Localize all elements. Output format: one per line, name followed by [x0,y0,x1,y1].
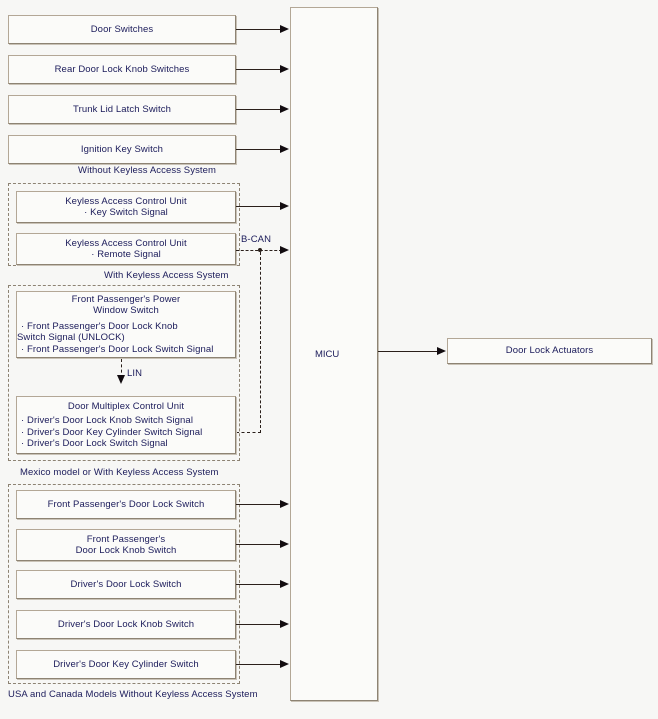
input-box-door-switches: Door Switches [8,15,236,44]
input-box-drivers-door-lock-switch: Driver's Door Lock Switch [16,570,236,599]
caption-usa-canada-without-keyless: USA and Canada Models Without Keyless Ac… [8,689,258,700]
input-box-front-passengers-door-lock-switch: Front Passenger's Door Lock Switch [16,490,236,519]
connector-rear-door-lock-knob-switches [236,69,282,70]
input-box-trunk-lid-latch-switch: Trunk Lid Latch Switch [8,95,236,124]
group-frame-mexico-or-keyless [8,285,240,461]
arrowhead-trunk-lid-latch-switch [280,105,289,113]
connector-keyless-key-switch-signal [236,206,282,207]
input-detail-3: · Front Passenger's Door Lock Switch Sig… [21,343,214,355]
input-detail-1: · Driver's Door Lock Knob Switch Signal [21,415,194,426]
group-frame-with-keyless-access-system [8,183,240,266]
arrowhead-ignition-key-switch [280,145,289,153]
input-label-line2: Door Lock Knob Switch [75,545,177,556]
input-label: Trunk Lid Latch Switch [73,103,171,115]
input-title-line1: Front Passenger's Power [71,293,181,305]
junction-dot-bcan [258,248,262,252]
connector-micu-to-actuators [378,351,438,352]
input-box-keyless-access-control-unit-key-switch-signal: Keyless Access Control Unit · Key Switch… [16,191,236,223]
caption-without-keyless-access-system: Without Keyless Access System [78,165,217,176]
input-label: Front Passenger's Door Lock Switch [47,498,205,510]
connector-front-passengers-door-lock-switch [236,504,282,505]
input-detail-2: Switch Signal (UNLOCK) [17,332,125,344]
input-box-front-passengers-power-window-switch: Front Passenger's Power Window Switch · … [16,291,236,358]
connector-bcan-to-door-multiplex [236,432,261,433]
input-label: Rear Door Lock Knob Switches [54,63,190,75]
input-label: Driver's Door Lock Knob Switch [57,618,195,630]
input-detail-2: · Driver's Door Key Cylinder Switch Sign… [21,426,203,438]
arrowhead-keyless-key-switch-signal [280,202,289,210]
input-label-line2: · Remote Signal [91,249,161,260]
input-label-line2: · Key Switch Signal [84,207,168,218]
connector-drivers-door-lock-switch [236,584,282,585]
connector-drivers-door-lock-knob-switch [236,624,282,625]
input-label: Driver's Door Lock Switch [70,578,182,590]
arrowhead-rear-door-lock-knob-switches [280,65,289,73]
arrowhead-drivers-door-key-cylinder-switch [280,660,289,668]
arrowhead-drivers-door-lock-switch [280,580,289,588]
connector-lin [121,359,122,378]
output-label: Door Lock Actuators [505,345,594,357]
input-box-ignition-key-switch: Ignition Key Switch [8,135,236,164]
input-label: Driver's Door Key Cylinder Switch [53,658,199,670]
arrowhead-door-lock-actuators [437,347,446,355]
connector-bcan-vertical [260,252,261,433]
arrowhead-lin [117,375,125,384]
input-label-line1: Keyless Access Control Unit [65,237,187,249]
input-label: Ignition Key Switch [80,143,164,155]
input-box-drivers-door-key-cylinder-switch: Driver's Door Key Cylinder Switch [16,650,236,679]
arrowhead-bcan [280,246,289,254]
micu-label: MICU [315,349,340,360]
input-title: Door Multiplex Control Unit [67,400,185,412]
connector-trunk-lid-latch-switch [236,109,282,110]
output-box-door-lock-actuators: Door Lock Actuators [447,338,652,364]
connector-door-switches [236,29,282,30]
arrowhead-drivers-door-lock-knob-switch [280,620,289,628]
input-box-door-multiplex-control-unit: Door Multiplex Control Unit · Driver's D… [16,396,236,454]
input-label-line1: Keyless Access Control Unit [65,195,187,207]
caption-mexico-or-keyless: Mexico model or With Keyless Access Syst… [20,467,219,478]
input-label: Door Switches [90,23,154,35]
signal-label-lin: LIN [127,368,143,379]
connector-ignition-key-switch [236,149,282,150]
connector-drivers-door-key-cylinder-switch [236,664,282,665]
caption-with-keyless-access-system: With Keyless Access System [104,270,229,281]
micu-box [290,7,378,701]
arrowhead-door-switches [280,25,289,33]
connector-front-passengers-door-lock-knob-switch [236,544,282,545]
arrowhead-front-passengers-door-lock-switch [280,500,289,508]
input-label-line1: Front Passenger's [86,533,166,545]
input-box-drivers-door-lock-knob-switch: Driver's Door Lock Knob Switch [16,610,236,639]
input-box-keyless-access-control-unit-remote-signal: Keyless Access Control Unit · Remote Sig… [16,233,236,265]
arrowhead-front-passengers-door-lock-knob-switch [280,540,289,548]
signal-label-bcan: B-CAN [241,234,272,245]
input-title-line2: Window Switch [93,305,159,317]
input-box-front-passengers-door-lock-knob-switch: Front Passenger's Door Lock Knob Switch [16,529,236,561]
input-box-rear-door-lock-knob-switches: Rear Door Lock Knob Switches [8,55,236,84]
input-detail-1: · Front Passenger's Door Lock Knob [21,320,178,332]
input-detail-3: · Driver's Door Lock Switch Signal [21,438,168,449]
